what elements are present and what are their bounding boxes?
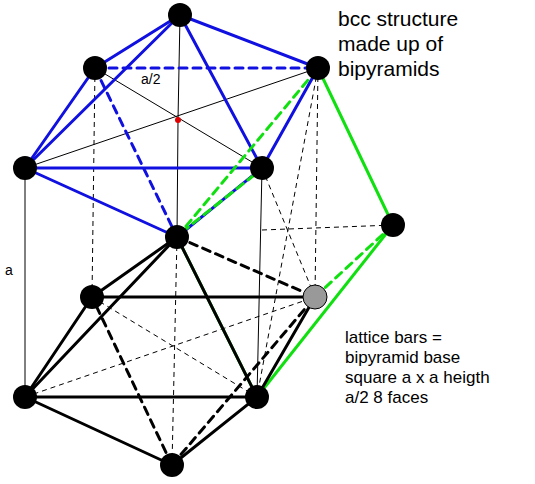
thin-dashed-lines (25, 68, 393, 465)
dimension-label: a/2 (140, 71, 161, 88)
face-center-dot (175, 117, 181, 123)
gray-atom (303, 285, 327, 309)
note-text: lattice bars = bipyramid base square a x… (345, 328, 510, 408)
dimension-label: a (5, 262, 13, 279)
diagram-title: bcc structure made up of bipyramids (338, 6, 488, 81)
lower-bipyramid (25, 237, 315, 465)
thin-lattice-lines (25, 15, 318, 397)
side-bipyramid (177, 68, 393, 397)
upper-bipyramid (25, 15, 318, 237)
